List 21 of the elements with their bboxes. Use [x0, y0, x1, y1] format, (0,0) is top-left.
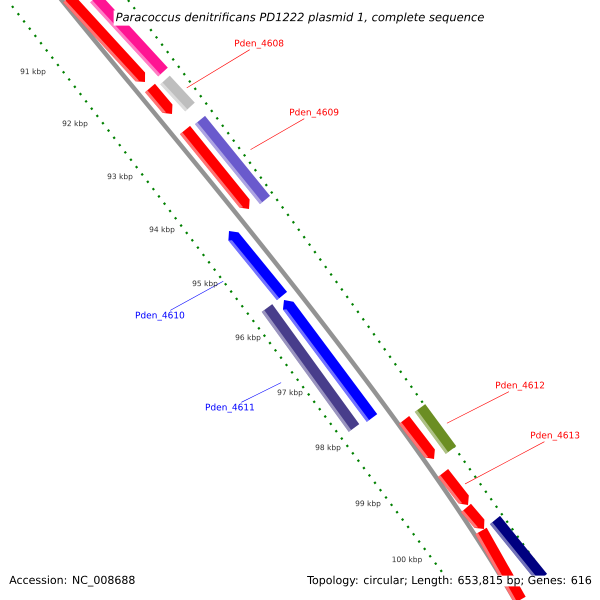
gene-feature [414, 404, 456, 454]
title: Paracoccus denitrificans PD1222 plasmid 1, complete sequence [114, 10, 486, 26]
leader-line [170, 280, 224, 311]
gene-label: Pden_4612 [496, 382, 544, 390]
gene-feature [194, 116, 270, 204]
leader-line [446, 391, 510, 424]
gene-feature [438, 469, 469, 505]
leader-line [186, 49, 250, 88]
leader-line [250, 118, 305, 150]
leader-line [241, 382, 282, 403]
gene-label: Pden_4609 [290, 108, 338, 118]
gene-feature [228, 231, 288, 300]
footer-text: Accession: NC_008688 [9, 576, 135, 586]
gene-label: Pden_4610 [136, 312, 184, 320]
gene-feature [160, 76, 195, 112]
gene-feature [262, 304, 360, 432]
leader-line [464, 441, 545, 484]
gene-label: Pden_4613 [531, 432, 580, 440]
gene-label: Pden_4608 [235, 40, 284, 48]
footer-text: Topology: circular; Length: 653,815 bp; Genes: 616 [307, 576, 592, 586]
gene-label: Pden_4611 [206, 404, 254, 412]
